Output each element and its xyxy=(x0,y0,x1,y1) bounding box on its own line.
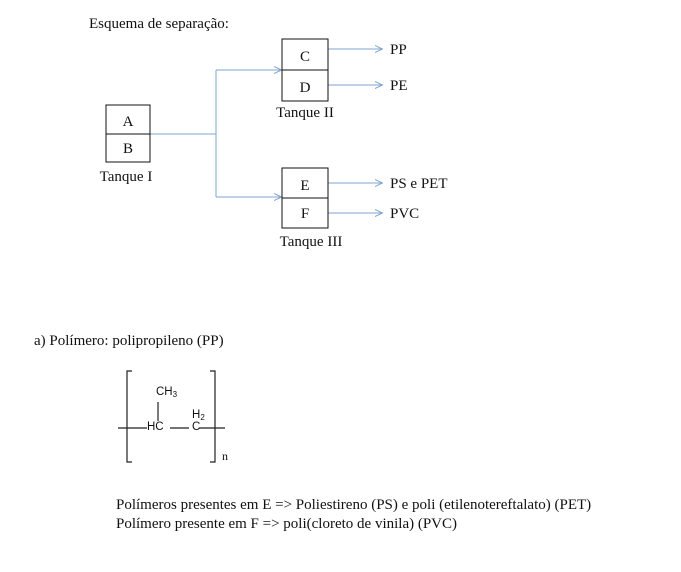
repeat-n: n xyxy=(222,449,228,463)
scheme-title: Esquema de separação: xyxy=(89,16,229,32)
output-pe: PE xyxy=(390,78,408,94)
h2-text: H xyxy=(192,409,201,421)
ch3-text: CH xyxy=(156,386,173,398)
answer-heading: a) Polímero: polipropileno (PP) xyxy=(34,333,224,349)
output-ps-pet: PS e PET xyxy=(390,176,448,192)
tank1-name: Tanque I xyxy=(100,169,153,185)
tank2-top-label: C xyxy=(300,49,310,65)
tank3-box xyxy=(281,167,329,229)
h2-subscript: 2 xyxy=(200,413,205,422)
tank3-name: Tanque III xyxy=(280,234,343,250)
tank1-bottom-label: B xyxy=(123,141,133,157)
right-bracket xyxy=(210,370,216,463)
tank3-bottom-label: F xyxy=(301,206,309,222)
ch3-subscript: 3 xyxy=(172,390,178,399)
c-atom: C xyxy=(192,421,201,433)
connector-lines xyxy=(150,49,382,213)
tank1-box xyxy=(105,104,151,163)
hc-atom: HC xyxy=(147,421,164,433)
ch3-group: CH3 xyxy=(156,386,177,399)
tank2-name: Tanque II xyxy=(276,105,334,121)
polypropylene-structure xyxy=(118,370,225,463)
separation-diagram: A B Tanque I C D Tanque II E F Tanque II… xyxy=(100,38,448,250)
tank3-top-label: E xyxy=(300,178,309,194)
tank1-top-label: A xyxy=(123,114,134,130)
output-pp: PP xyxy=(390,42,407,58)
polymer-f-line: Polímero presente em F => poli(cloreto d… xyxy=(116,516,458,532)
left-bracket xyxy=(126,370,132,463)
tank2-bottom-label: D xyxy=(300,80,311,96)
h2-group: H2 xyxy=(192,409,205,422)
tank2-box xyxy=(281,38,329,102)
polymers-e-line: Polímeros presentes em E => Poliestireno… xyxy=(116,497,592,513)
output-pvc: PVC xyxy=(390,206,419,222)
